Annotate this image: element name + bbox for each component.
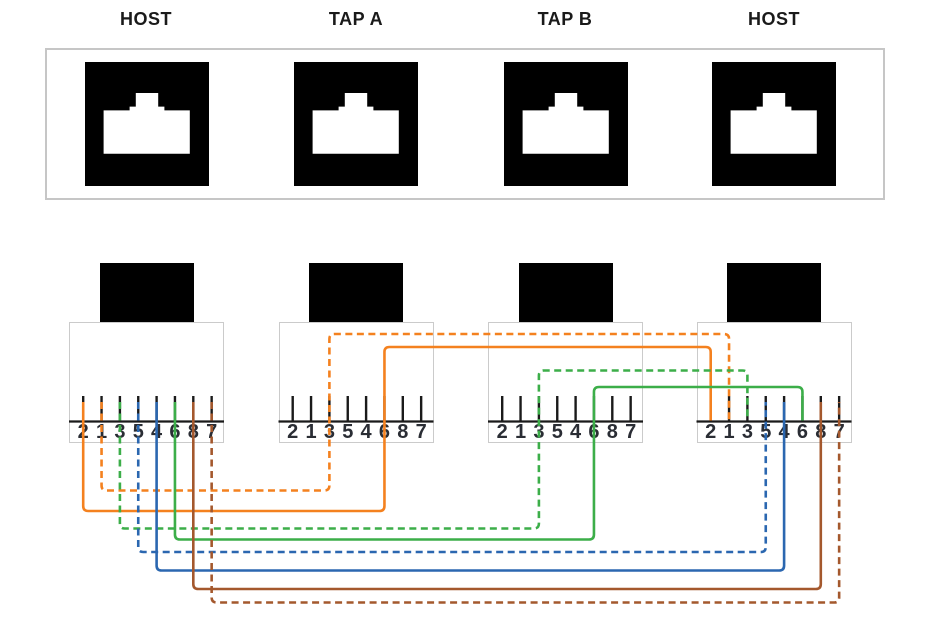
pin-number-host-right-5: 5: [760, 421, 772, 443]
rj45-jack-icon-tap-b: [503, 62, 628, 186]
wire-blue-solid: [155, 402, 786, 572]
pin-number-tap-a-4: 4: [360, 421, 372, 443]
pin-number-host-left-8: 8: [187, 421, 199, 443]
pin-number-tap-a-2: 2: [287, 421, 299, 443]
pin-number-tap-a-3: 3: [323, 421, 335, 443]
pin-number-host-right-6: 6: [796, 421, 808, 443]
pin-number-tap-b-6: 6: [588, 421, 600, 443]
pin-number-tap-b-5: 5: [551, 421, 563, 443]
connector-shield-tap-a: [309, 263, 403, 322]
pin-number-host-right-3: 3: [741, 421, 753, 443]
pin-number-tap-a-6: 6: [378, 421, 390, 443]
pin-number-tap-b-1: 1: [514, 421, 527, 443]
rj45-jack-icon-host-right: [712, 62, 836, 186]
rj45-jack-icon-tap-a: [294, 62, 418, 186]
pin-number-tap-a-7: 7: [415, 421, 427, 443]
pin-number-tap-b-7: 7: [625, 421, 637, 443]
pin-number-tap-a-5: 5: [342, 421, 354, 443]
pin-number-host-left-6: 6: [169, 421, 181, 443]
pin-number-host-left-1: 1: [95, 421, 108, 443]
column-label-host-left: HOST: [119, 9, 172, 29]
pin-number-tap-a-1: 1: [305, 421, 317, 443]
pin-number-tap-b-4: 4: [570, 421, 582, 443]
column-label-tap-a: TAP A: [328, 9, 384, 29]
pin-number-tap-b-2: 2: [496, 421, 508, 443]
column-label-host-right: HOST: [747, 9, 800, 29]
pin-number-host-left-5: 5: [132, 421, 144, 443]
pin-number-host-right-1: 1: [723, 421, 735, 443]
wire-blue-dashed: [136, 402, 768, 554]
pin-number-host-left-3: 3: [114, 421, 126, 443]
pin-number-host-right-2: 2: [705, 421, 717, 443]
pin-number-host-right-4: 4: [778, 421, 790, 443]
connector-shield-tap-b: [518, 263, 613, 322]
pin-number-tap-a-8: 8: [397, 421, 409, 443]
connector-shield-host-right: [727, 263, 821, 322]
pin-number-host-left-4: 4: [151, 421, 163, 443]
pin-number-host-right-8: 8: [815, 421, 827, 443]
pin-number-host-right-7: 7: [833, 421, 845, 443]
pin-number-tap-b-8: 8: [606, 421, 618, 443]
pin-number-tap-b-3: 3: [533, 421, 545, 443]
pin-number-host-left-7: 7: [206, 421, 218, 443]
rj45-jack-icon-host-left: [84, 62, 209, 186]
connector-shield-host-left: [99, 263, 194, 322]
pin-number-host-left-2: 2: [77, 421, 89, 443]
column-label-tap-b: TAP B: [537, 9, 593, 29]
